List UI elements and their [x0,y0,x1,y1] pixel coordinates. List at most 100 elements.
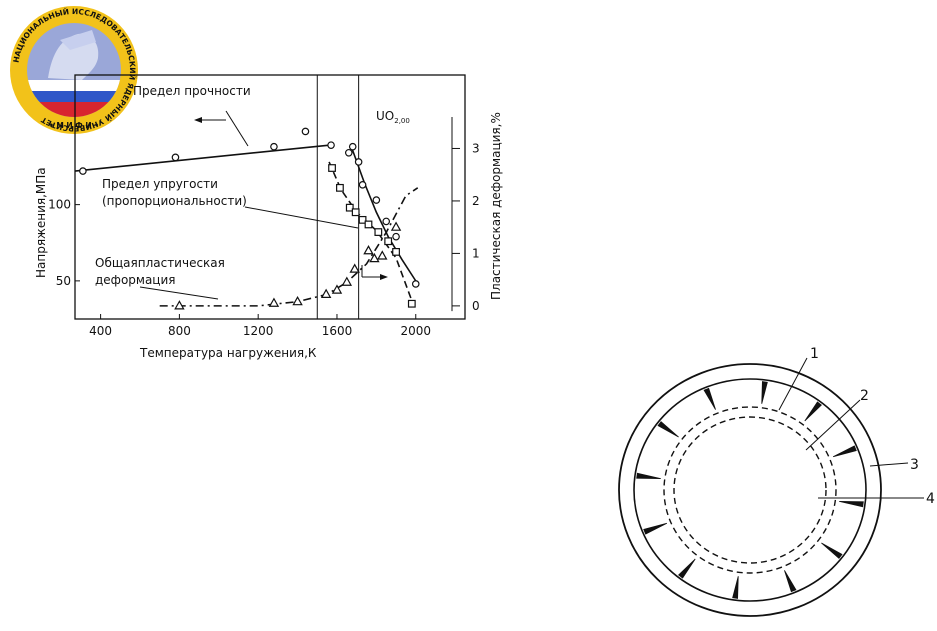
series-1-point-2 [345,203,354,212]
annotation-plastic-line2: деформация [95,273,176,287]
annotation-leader-strength [225,110,249,147]
radial-crack-9 [761,381,768,404]
logo-bottom-text: • М И Ф И • [49,121,99,130]
material-label: UO2,00 [376,109,410,125]
series-0-point-7 [354,158,363,166]
logo-figure [48,33,99,80]
series-0-point-10 [382,217,391,226]
radial-cracks [636,381,864,599]
series-1-point-4 [358,215,367,224]
series-1-point-0 [328,164,336,172]
annotation-strength-limit: Предел прочности [133,84,251,98]
x-tick-label-400: 400 [89,324,112,338]
radial-crack-10 [804,401,822,422]
series-0-point-6 [348,142,357,151]
series-2-point-3 [320,288,332,298]
x-axis-label: Температура нагружения,К [139,346,317,360]
x-tick-label-800: 800 [168,324,191,338]
series-1-curve-0 [328,161,413,301]
diagram-label-4: 4 [926,491,935,507]
radial-crack-4 [678,558,696,579]
series-2-point-8 [369,252,380,263]
outer-cladding-outer-edge [618,363,882,617]
radial-crack-7 [657,421,679,438]
leader-label-1 [778,357,808,411]
series-1-point-3 [351,208,360,217]
series-0-curve-0 [74,144,330,172]
y2-tick-label-1: 1 [472,246,480,260]
x-tick-label-1600: 1600 [322,324,353,338]
radial-crack-6 [636,472,661,480]
series-1-point-6 [374,228,383,236]
series-0-point-2 [270,142,278,151]
series-markers [79,127,420,310]
inner-boundary-dashed-outer [663,406,837,574]
series-2-point-7 [363,245,374,255]
series-2-point-10 [390,221,402,231]
flag-white-stripe [27,80,121,91]
leader-label-3 [869,462,909,467]
series-1-point-8 [392,248,400,256]
y2-tick-label-2: 2 [472,194,480,208]
series-0-point-5 [344,148,353,157]
plot-frame [74,74,466,320]
vertical-reference-lines [316,75,360,319]
series-2-point-5 [341,276,353,286]
series-1-point-7 [384,237,393,246]
series-2-point-2 [292,295,303,306]
annotation-arrow-right-head [380,274,388,280]
annotation-plastic-line1: Общаяпластическая [95,256,225,270]
radial-crack-2 [784,570,797,593]
outer-cladding-inner-edge [633,378,867,602]
annotation-leader-plastic [139,286,219,300]
y-axis-ticks: 50 100 [48,198,80,288]
series-1-point-1 [336,183,344,192]
inner-boundary-dashed-inner [673,416,827,564]
x-axis-ticks: 400 800 1200 1600 2000 [89,314,431,338]
y2-axis-ticks: 0 1 2 3 [451,116,480,313]
y-tick-label-100: 100 [48,198,71,212]
y2-tick-label-3: 3 [472,141,480,155]
y2-tick-label-0: 0 [472,299,480,313]
series-0-point-4 [327,141,335,149]
series-1-point-5 [364,220,373,229]
diagram-label-2: 2 [860,388,869,404]
x-tick-label-1200: 1200 [243,324,274,338]
annotation-elastic-limit-line1: Предел упругости [102,177,218,191]
flag-blue-stripe [27,91,121,102]
stress-temperature-chart: 400 800 1200 1600 2000 50 100 0 1 2 3 Температур… [34,74,503,360]
university-logo: НАЦИОНАЛЬНЫЙ ИССЛЕДОВАТЕЛЬСКИЙ ЯДЕРНЫЙ У… [10,6,138,134]
annotation-elastic-limit-line2: (пропорциональности) [102,194,247,208]
series-0-point-12 [411,280,420,288]
series-2-point-4 [331,284,343,294]
series-2-point-9 [377,250,388,260]
series-2-point-0 [174,300,185,310]
leader-label-2 [805,399,861,451]
radial-crack-8 [703,387,716,410]
y-axis-label: Напряжения,МПа [34,167,48,278]
series-0-point-0 [79,167,87,175]
radial-crack-0 [839,500,864,508]
y2-axis-label: Пластическая деформация,% [489,112,503,300]
x-tick-label-2000: 2000 [400,324,431,338]
annotation-leader-elastic [244,206,359,229]
logo-figure-arm [60,30,96,50]
series-0-point-9 [372,196,381,204]
annotation-arrow-left-head [194,117,202,123]
y-tick-label-50: 50 [56,274,71,288]
series-2-point-1 [268,297,280,307]
series-0-point-11 [392,232,400,241]
fuel-element-cross-section: 1 2 3 4 [618,346,935,617]
radial-crack-11 [832,445,857,458]
series-0-point-3 [301,127,310,136]
radial-crack-3 [732,576,739,599]
diagram-label-1: 1 [810,346,819,362]
series-0-curve-1 [350,144,417,282]
series-1-point-9 [407,299,416,308]
series-0-point-8 [358,181,367,189]
radial-crack-5 [643,522,668,535]
series-2-point-6 [349,263,360,273]
diagram-label-3: 3 [910,457,919,473]
series-0-point-1 [171,153,180,162]
